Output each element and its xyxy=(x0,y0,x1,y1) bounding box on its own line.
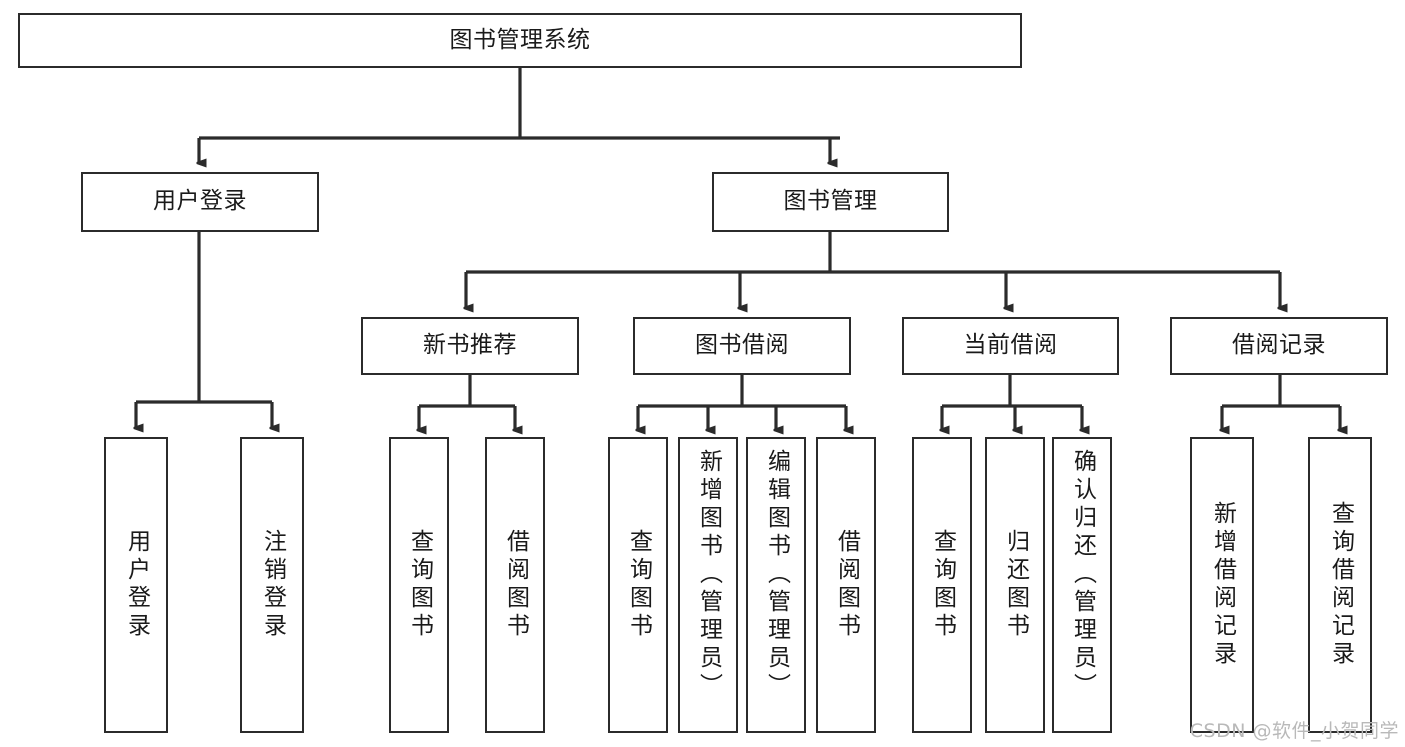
node-root-label: 图书管理系统 xyxy=(449,26,591,53)
node-borrow-record[interactable]: 借阅记录 xyxy=(1170,317,1388,375)
node-leaf-query-record-label: 查询借阅记录 xyxy=(1327,501,1354,669)
csdn-watermark: CSDN @软件_小贺同学 xyxy=(1189,720,1399,742)
node-leaf-borrow-book-1[interactable]: 借阅图书 xyxy=(485,437,545,733)
node-leaf-query-record[interactable]: 查询借阅记录 xyxy=(1308,437,1372,733)
node-new-book-recommend[interactable]: 新书推荐 xyxy=(361,317,579,375)
node-root[interactable]: 图书管理系统 xyxy=(18,13,1022,68)
node-leaf-logout-label: 注销登录 xyxy=(259,529,286,641)
node-book-borrow[interactable]: 图书借阅 xyxy=(633,317,851,375)
node-leaf-edit-book-label: 编辑图书（管理员） xyxy=(763,449,790,701)
node-leaf-user-login[interactable]: 用户登录 xyxy=(104,437,168,733)
node-leaf-query-book-3[interactable]: 查询图书 xyxy=(912,437,972,733)
node-leaf-return-book-label: 归还图书 xyxy=(1002,529,1029,641)
node-leaf-query-book-1-label: 查询图书 xyxy=(406,529,433,641)
node-leaf-query-book-1[interactable]: 查询图书 xyxy=(389,437,449,733)
node-borrow-record-label: 借阅记录 xyxy=(1232,332,1326,359)
node-leaf-confirm-return-label: 确认归还（管理员） xyxy=(1069,449,1096,701)
node-new-book-recommend-label: 新书推荐 xyxy=(423,332,517,359)
node-book-manage[interactable]: 图书管理 xyxy=(712,172,949,232)
node-user-login[interactable]: 用户登录 xyxy=(81,172,319,232)
node-leaf-query-book-2-label: 查询图书 xyxy=(625,529,652,641)
node-leaf-add-book-label: 新增图书（管理员） xyxy=(695,449,722,701)
node-leaf-borrow-book-2-label: 借阅图书 xyxy=(833,529,860,641)
node-leaf-return-book[interactable]: 归还图书 xyxy=(985,437,1045,733)
node-leaf-logout[interactable]: 注销登录 xyxy=(240,437,304,733)
node-leaf-edit-book[interactable]: 编辑图书（管理员） xyxy=(746,437,806,733)
node-leaf-confirm-return[interactable]: 确认归还（管理员） xyxy=(1052,437,1112,733)
node-book-manage-label: 图书管理 xyxy=(783,188,878,215)
node-book-borrow-label: 图书借阅 xyxy=(695,332,789,359)
node-leaf-borrow-book-2[interactable]: 借阅图书 xyxy=(816,437,876,733)
node-current-borrow-label: 当前借阅 xyxy=(963,332,1058,359)
node-leaf-borrow-book-1-label: 借阅图书 xyxy=(502,529,529,641)
node-leaf-add-record[interactable]: 新增借阅记录 xyxy=(1190,437,1254,733)
node-leaf-query-book-2[interactable]: 查询图书 xyxy=(608,437,668,733)
node-leaf-add-book[interactable]: 新增图书（管理员） xyxy=(678,437,738,733)
node-leaf-query-book-3-label: 查询图书 xyxy=(929,529,956,641)
node-leaf-user-login-label: 用户登录 xyxy=(123,529,150,641)
node-current-borrow[interactable]: 当前借阅 xyxy=(902,317,1119,375)
node-user-login-label: 用户登录 xyxy=(153,188,247,215)
node-leaf-add-record-label: 新增借阅记录 xyxy=(1209,501,1236,669)
